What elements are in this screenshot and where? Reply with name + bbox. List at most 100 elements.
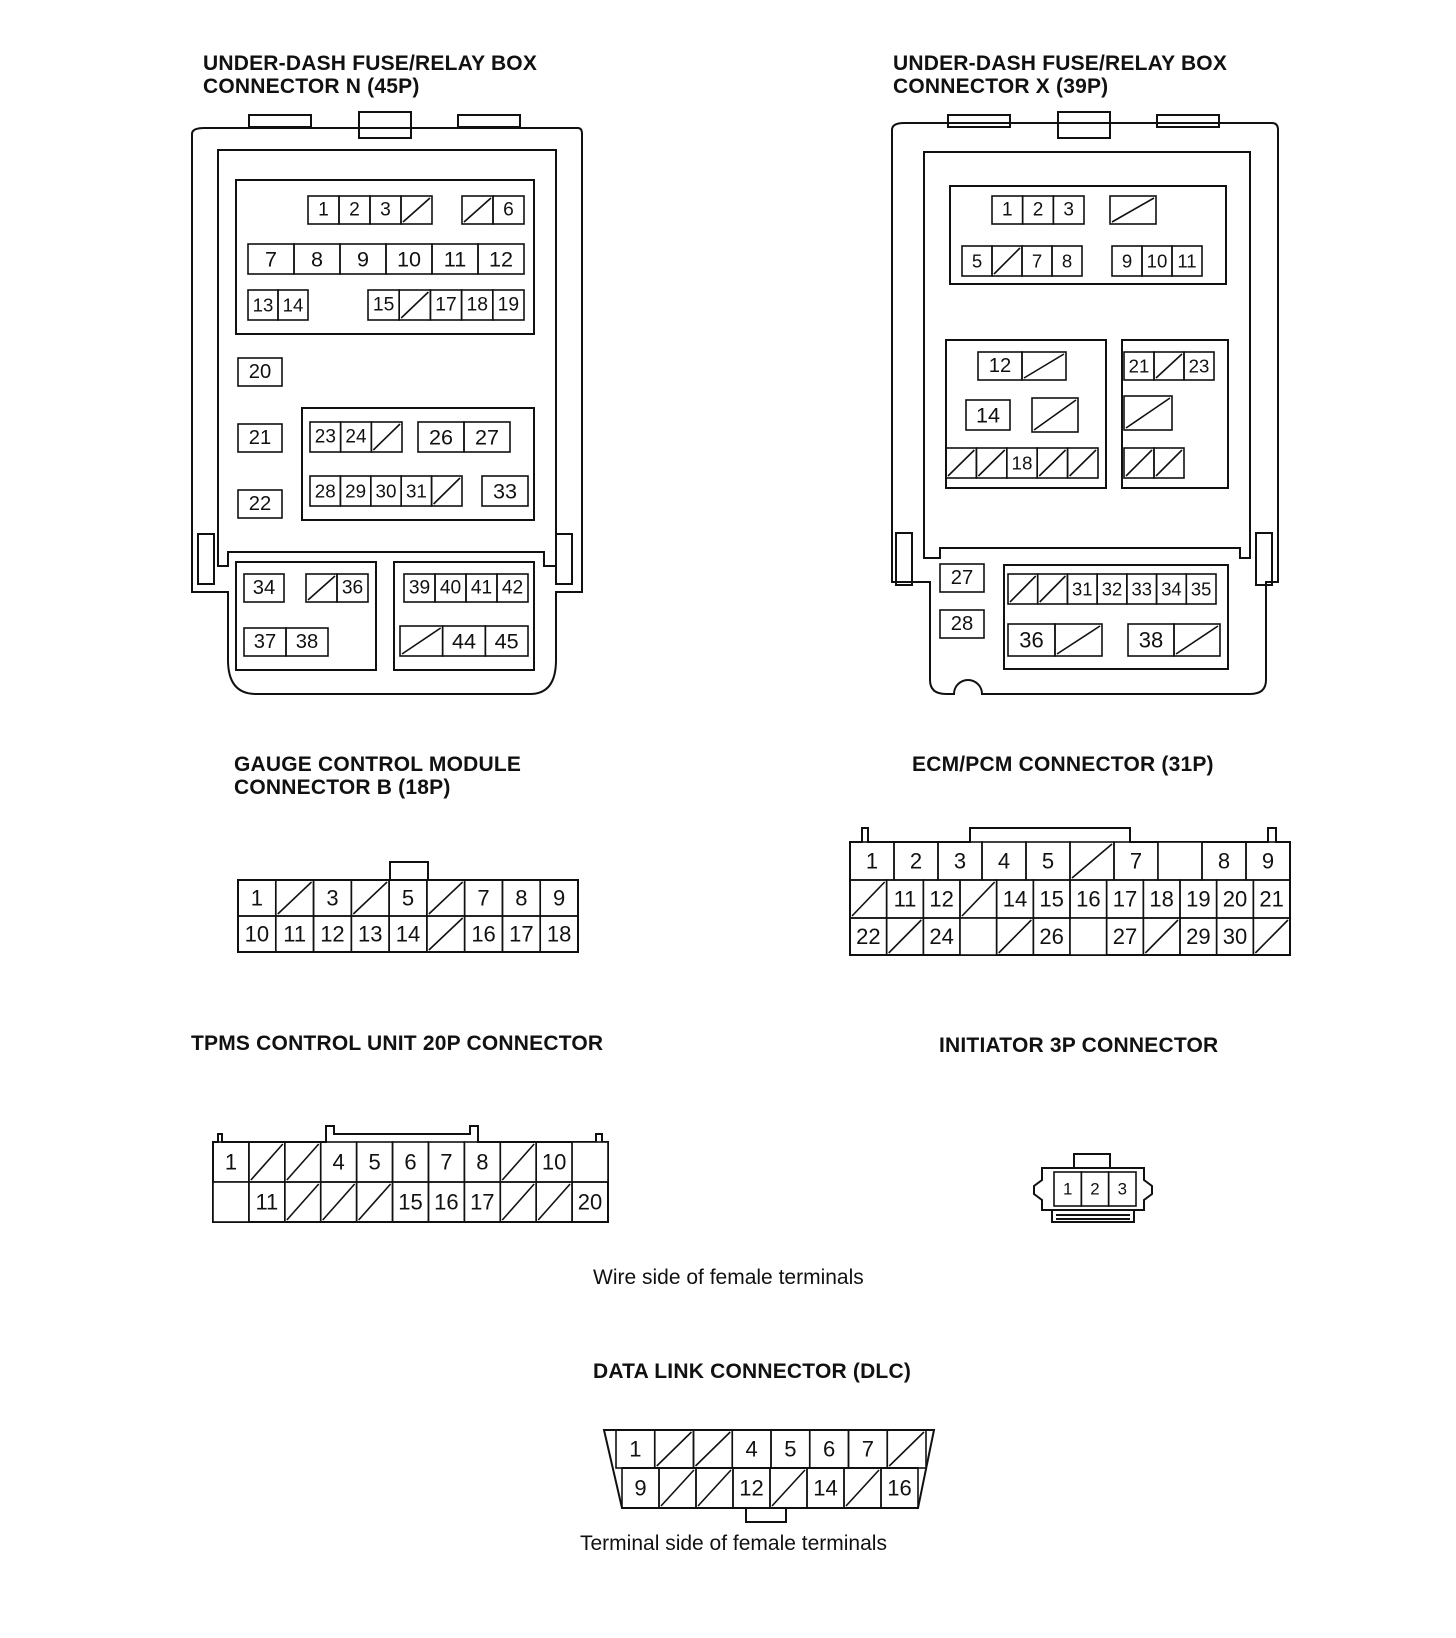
unused-terminal-slash	[463, 197, 492, 223]
unused-terminal-slash	[401, 627, 442, 655]
terminal-cell	[1183, 351, 1215, 381]
unused-terminal-slash	[428, 881, 464, 915]
unused-terminal-slash	[1254, 919, 1289, 954]
terminal-group-x-14b	[1031, 397, 1079, 433]
ecm-title-text: ECM/PCM CONNECTOR (31P)	[912, 753, 1214, 776]
terminal-number: 15	[398, 1190, 422, 1215]
terminal-number: 3	[326, 886, 338, 911]
terminal-number: 30	[376, 481, 397, 502]
unused-terminal-slash	[1009, 575, 1037, 603]
terminal-number: 12	[489, 247, 513, 272]
terminal-number: 45	[495, 629, 519, 654]
terminal-number: 8	[1062, 251, 1072, 272]
terminal-cell	[285, 627, 329, 657]
terminal-number: 5	[972, 251, 982, 272]
terminal-number: 24	[345, 427, 367, 448]
unused-terminal-slash	[694, 1431, 731, 1467]
unused-terminal-slash	[1038, 449, 1067, 477]
terminal-number: 1	[629, 1437, 641, 1462]
terminal-number: 38	[296, 631, 318, 653]
terminal-cell	[1021, 351, 1067, 381]
terminal-number: 2	[910, 849, 922, 874]
tpms-housing	[212, 1125, 609, 1223]
terminal-cell	[430, 475, 463, 507]
terminal-number: 5	[1042, 849, 1054, 874]
terminal-number: 28	[951, 613, 973, 635]
terminal-number: 18	[466, 295, 487, 316]
terminal-number: 27	[475, 425, 499, 450]
terminal-number: 16	[434, 1190, 458, 1215]
unused-terminal-slash	[1125, 397, 1171, 429]
terminal-number: 4	[333, 1150, 345, 1175]
unused-terminal-slash	[400, 291, 429, 319]
terminal-number: 21	[249, 427, 271, 449]
terminal-number: 17	[509, 922, 533, 947]
terminal-number: 3	[380, 200, 391, 221]
unused-terminal-slash	[660, 1469, 695, 1507]
terminal-number: 15	[1039, 887, 1063, 912]
terminal-number: 24	[929, 924, 953, 949]
terminal-number: 7	[477, 886, 489, 911]
terminal-number: 27	[1113, 924, 1137, 949]
terminal-number: 9	[1262, 849, 1274, 874]
terminal-number: 3	[954, 849, 966, 874]
unused-terminal-slash	[845, 1469, 880, 1507]
terminal-number: 1	[866, 849, 878, 874]
terminal-number: 12	[320, 922, 344, 947]
terminal-number: 8	[1218, 849, 1230, 874]
terminal-cell	[959, 917, 998, 956]
initiator-connector-title: INITIATOR 3P CONNECTOR	[939, 1034, 1218, 1057]
connector-x-housing	[891, 111, 1279, 695]
unused-terminal-slash	[286, 1183, 320, 1221]
terminal-number: 1	[225, 1150, 237, 1175]
terminal-number: 12	[929, 887, 953, 912]
terminal-number: 14	[976, 403, 1000, 428]
terminal-number: 28	[315, 481, 336, 502]
terminal-number: 30	[1223, 924, 1247, 949]
unused-terminal-slash	[998, 919, 1032, 954]
terminal-group-x-18: 18	[945, 447, 1099, 479]
terminal-number: 20	[1223, 887, 1247, 912]
unused-terminal-slash	[1069, 449, 1097, 477]
terminal-group-x-28: 28	[939, 609, 985, 639]
terminal-number: 1	[1002, 200, 1013, 221]
connector-x-title: UNDER-DASH FUSE/RELAY BOX CONNECTOR X (3…	[893, 52, 1227, 98]
terminal-number: 15	[373, 295, 394, 316]
terminal-number: 12	[989, 355, 1011, 377]
unused-terminal-slash	[947, 449, 975, 477]
unused-terminal-slash	[352, 881, 388, 915]
terminal-number: 39	[409, 578, 430, 599]
terminal-group-n-34: 34	[243, 573, 285, 603]
terminal-number: 2	[1033, 200, 1044, 221]
terminal-number: 5	[368, 1150, 380, 1175]
terminal-cell	[965, 399, 1011, 431]
terminal-cell	[336, 573, 369, 603]
terminal-cell	[939, 609, 985, 639]
unused-terminal-slash	[1111, 197, 1155, 223]
terminal-number: 11	[283, 922, 306, 947]
unused-terminal-slash	[250, 1143, 284, 1181]
terminal-cell	[1031, 397, 1079, 433]
dlc-title-text: DATA LINK CONNECTOR (DLC)	[593, 1360, 912, 1383]
terminal-number: 13	[253, 295, 274, 316]
terminal-number: 23	[1189, 356, 1210, 377]
gauge-connector-title: GAUGE CONTROL MODULE CONNECTOR B (18P)	[234, 753, 521, 799]
unused-terminal-slash	[1144, 919, 1179, 954]
dlc-connector-title: DATA LINK CONNECTOR (DLC)	[593, 1360, 911, 1383]
terminal-group-n-36: 36	[305, 573, 369, 603]
terminal-number: 6	[823, 1437, 835, 1462]
terminal-cell	[1066, 447, 1099, 479]
terminal-number: 2	[1090, 1180, 1099, 1199]
initiator-housing	[1033, 1153, 1153, 1223]
terminal-cell	[484, 625, 529, 657]
terminal-group-x-38: 38	[1127, 623, 1221, 657]
terminal-number: 14	[396, 922, 420, 947]
terminal-number: 41	[471, 578, 492, 599]
